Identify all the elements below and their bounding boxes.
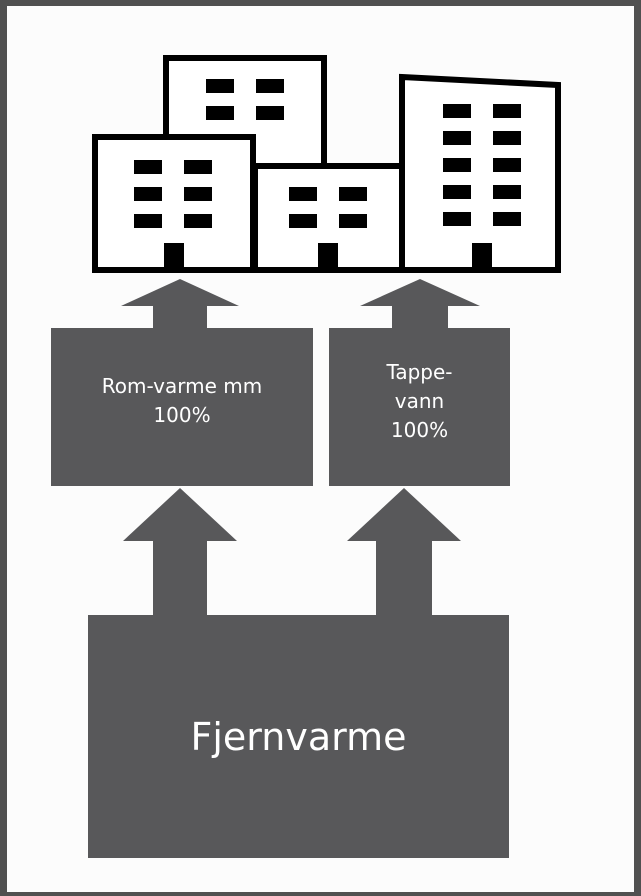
building-right-tall [399,73,561,273]
building-windows [134,79,521,270]
up-arrow-icon [360,279,480,328]
district-heating-label: Fjernvarme [190,714,407,759]
city-buildings-icon [92,55,561,273]
up-arrow-icon [123,488,237,615]
tap-water-box: Tappe- vann 100% [329,328,510,486]
tap-water-percent: 100% [390,418,449,442]
space-heating-label: Rom-varme mm [101,374,263,398]
tap-water-label-line2: vann [394,389,445,413]
space-heating-percent: 100% [153,403,211,427]
up-arrow-icon [121,279,239,328]
district-heating-box: Fjernvarme [88,615,509,858]
up-arrow-icon [347,488,461,615]
tap-water-label-line1: Tappe- [386,360,453,384]
space-heating-box: Rom-varme mm 100% [51,328,313,486]
